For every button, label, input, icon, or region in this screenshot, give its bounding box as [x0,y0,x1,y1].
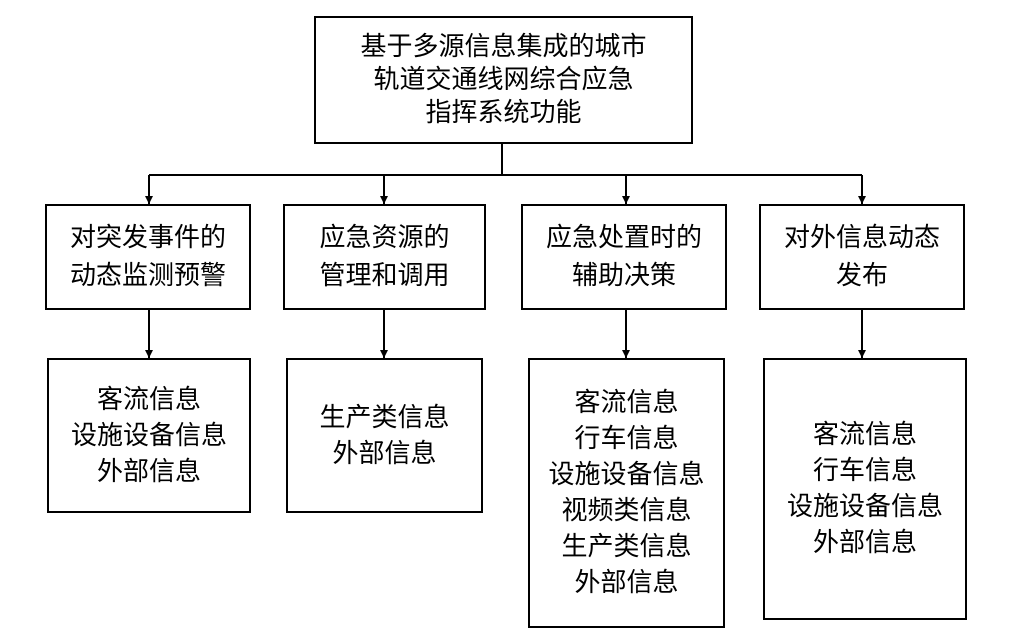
info-item: 客流信息 [574,388,679,418]
root-title-line-1: 基于多源信息集成的城市 [360,31,647,62]
info-box-publishing: 客流信息 行车信息 设施设备信息 外部信息 [763,358,967,620]
info-item: 设施设备信息 [548,460,705,490]
info-box-monitoring: 客流信息 设施设备信息 外部信息 [47,358,251,513]
function-box-publishing: 对外信息动态 发布 [759,204,965,310]
root-title-line-2: 轨道交通线网综合应急 [373,64,634,95]
function-label-line: 管理和调用 [319,261,450,291]
function-label-line: 对外信息动态 [783,223,940,253]
info-box-resources: 生产类信息 外部信息 [286,358,483,513]
info-item: 外部信息 [332,438,437,469]
info-item: 生产类信息 [319,402,450,433]
function-label-line: 应急处置时的 [545,223,702,253]
info-item: 外部信息 [574,568,679,598]
info-item: 客流信息 [812,420,917,450]
function-label-line: 发布 [835,261,888,291]
info-box-decision-support: 客流信息 行车信息 设施设备信息 视频类信息 生产类信息 外部信息 [528,358,725,628]
root-function-box: 基于多源信息集成的城市 轨道交通线网综合应急 指挥系统功能 [314,16,693,144]
info-item: 客流信息 [96,384,201,415]
info-item: 外部信息 [96,456,201,487]
function-box-decision-support: 应急处置时的 辅助决策 [521,204,727,310]
info-item: 行车信息 [812,456,917,486]
function-label-line: 辅助决策 [571,261,676,291]
info-item: 行车信息 [574,424,679,454]
info-item: 设施设备信息 [786,492,943,522]
function-box-resources: 应急资源的 管理和调用 [283,204,486,310]
function-label-line: 应急资源的 [319,223,450,253]
info-item: 生产类信息 [561,532,692,562]
info-item: 设施设备信息 [70,420,227,451]
root-title-line-3: 指挥系统功能 [425,97,582,128]
info-item: 视频类信息 [561,496,692,526]
function-label-line: 对突发事件的 [69,223,226,253]
function-label-line: 动态监测预警 [69,261,226,291]
function-box-monitoring: 对突发事件的 动态监测预警 [45,204,251,310]
info-item: 外部信息 [812,528,917,558]
